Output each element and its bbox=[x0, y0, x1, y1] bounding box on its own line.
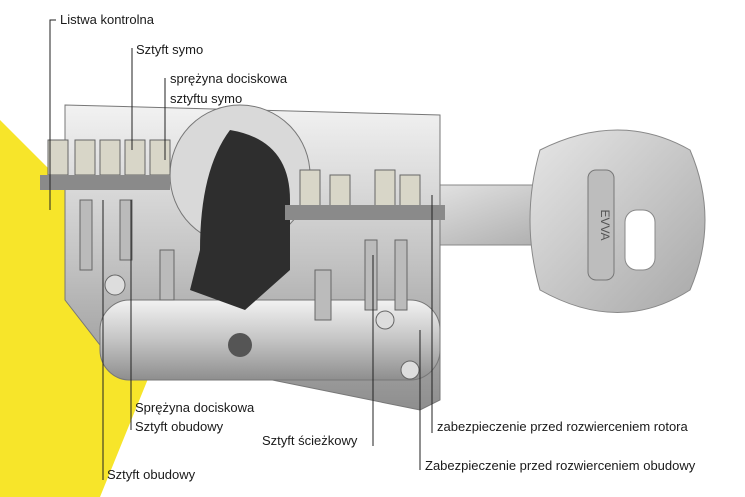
label-sprezyna-symo-2: sztyftu symo bbox=[170, 91, 243, 106]
svg-text:EVVA: EVVA bbox=[598, 209, 612, 240]
label-sztyft-sciezkowy: Sztyft ścieżkowy bbox=[262, 433, 358, 448]
label-zabezpieczenie-obudowy: Zabezpieczenie przed rozwierceniem obudo… bbox=[425, 458, 696, 473]
label-sprezyna-symo-1: sprężyna dociskowa bbox=[170, 71, 288, 86]
key-icon: EVVA bbox=[409, 129, 706, 313]
leader-lines bbox=[49, 19, 433, 480]
cylinder-body bbox=[40, 104, 445, 411]
label-listwa-kontrolna: Listwa kontrolna bbox=[60, 12, 154, 27]
label-sztyft-symo: Sztyft symo bbox=[136, 42, 204, 57]
label-sztyft-obudowy-bottom: Sztyft obudowy bbox=[107, 467, 196, 482]
label-sztyft-obudowy: Sztyft obudowy bbox=[135, 419, 224, 434]
label-sprezyna-dociskowa: Sprężyna dociskowa bbox=[135, 400, 255, 415]
label-zabezpieczenie-rotora: zabezpieczenie przed rozwierceniem rotor… bbox=[437, 419, 688, 434]
